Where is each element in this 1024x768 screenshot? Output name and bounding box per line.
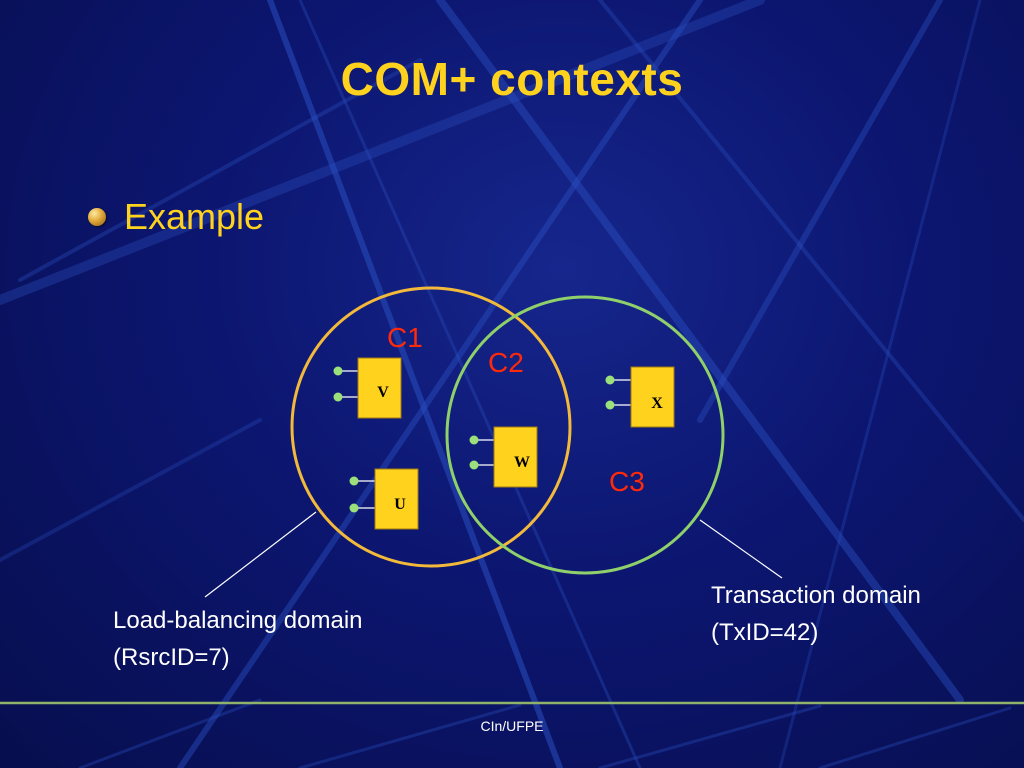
interface-dot <box>605 375 615 385</box>
component-u: U <box>349 468 419 530</box>
load-balancing-caption-line-1: Load-balancing domain <box>113 607 363 634</box>
interface-dot <box>469 435 479 445</box>
component-x: X <box>605 366 675 428</box>
interface-dot <box>333 392 343 402</box>
transaction-pointer-line <box>699 519 783 579</box>
component-label-x: X <box>651 395 663 412</box>
component-label-v: V <box>377 384 389 401</box>
context-label-c3: C3 <box>609 466 645 497</box>
transaction-caption-line-1: Transaction domain <box>711 582 921 609</box>
load-balancing-caption: Load-balancing domain (RsrcID=7) <box>113 602 363 676</box>
component-v: V <box>333 357 402 419</box>
context-label-c2: C2 <box>488 347 524 378</box>
component-label-w: W <box>514 454 530 471</box>
transaction-caption-line-2: (TxID=42) <box>711 619 819 646</box>
load-balancing-domain-circle <box>290 286 572 568</box>
context-label-c1: C1 <box>387 322 423 353</box>
interface-dot <box>349 503 359 513</box>
interface-dot <box>349 476 359 486</box>
bullet-item: Example <box>88 196 264 238</box>
load-balancing-pointer-line <box>204 511 317 598</box>
load-balancing-caption-line-2: (RsrcID=7) <box>113 644 230 671</box>
interface-dot <box>469 460 479 470</box>
bullet-sphere-icon <box>88 208 106 226</box>
transaction-caption: Transaction domain (TxID=42) <box>711 577 921 651</box>
bullet-text: Example <box>124 196 265 237</box>
component-w: W <box>469 426 538 488</box>
footer-text: CIn/UFPE <box>480 718 544 734</box>
slide-title: COM+ contexts <box>340 53 684 105</box>
component-label-u: U <box>394 496 406 513</box>
interface-dot <box>605 400 615 410</box>
transaction-domain-circle <box>445 295 725 575</box>
interface-dot <box>333 366 343 376</box>
